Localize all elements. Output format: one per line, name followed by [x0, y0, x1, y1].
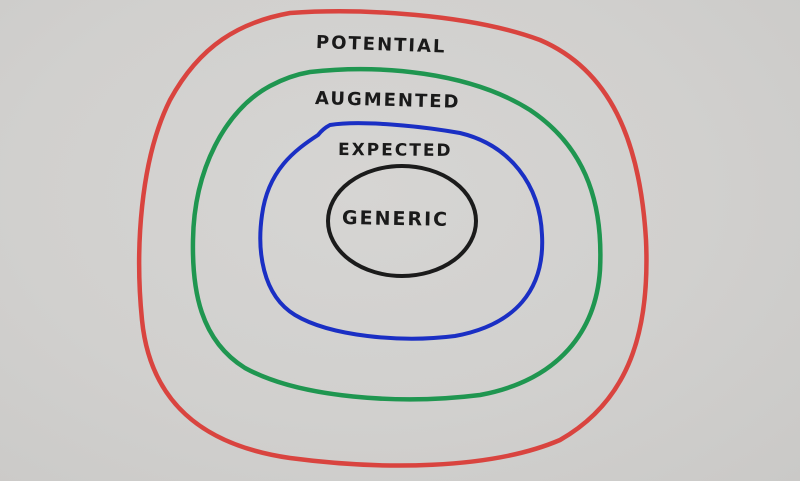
- label-expected: EXPECTED: [338, 140, 453, 161]
- ring-expected: [258, 121, 545, 341]
- label-expected-text: EXPECTED: [337, 140, 453, 161]
- label-generic-text: GENERIC: [341, 207, 450, 231]
- label-potential-text: POTENTIAL: [315, 32, 447, 58]
- ring-augmented: [190, 66, 603, 402]
- label-augmented-text: AUGMENTED: [314, 88, 461, 113]
- label-generic: GENERIC: [342, 207, 449, 231]
- ring-potential: [136, 9, 649, 468]
- label-augmented: AUGMENTED: [315, 88, 461, 113]
- label-potential: POTENTIAL: [316, 32, 447, 58]
- ring-generic: [326, 164, 478, 278]
